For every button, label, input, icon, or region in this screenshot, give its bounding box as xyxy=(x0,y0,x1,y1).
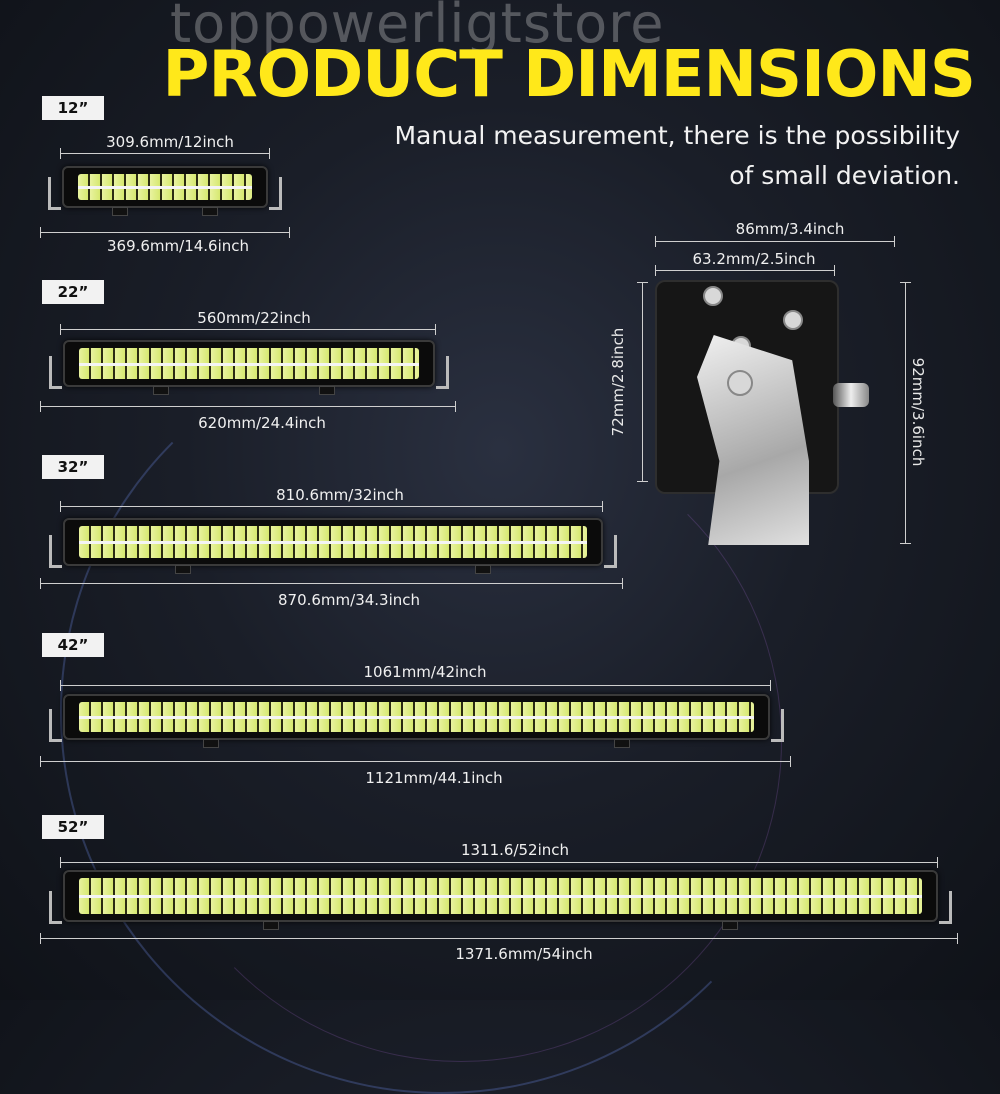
outer-dimension: 369.6mm/14.6inch xyxy=(106,237,250,255)
light-bar-42 xyxy=(49,694,784,748)
note-line: of small deviation. xyxy=(729,161,960,190)
side-inner-height: 72mm/2.8inch xyxy=(609,327,627,437)
size-badge-52: 52” xyxy=(42,815,104,839)
note-line: Manual measurement, there is the possibi… xyxy=(394,121,960,150)
dimension-line xyxy=(655,265,835,276)
dimension-line xyxy=(40,227,290,238)
dimension-line xyxy=(60,680,771,691)
size-badge-32: 32” xyxy=(42,455,104,479)
dimension-line xyxy=(60,324,436,335)
dimension-line xyxy=(60,857,938,868)
side-outer-height: 92mm/3.6inch xyxy=(909,357,927,467)
inner-dimension: 810.6mm/32inch xyxy=(276,486,404,504)
outer-dimension: 1121mm/44.1inch xyxy=(365,769,503,787)
side-outer-width: 86mm/3.4inch xyxy=(735,220,845,238)
measurement-note: Manual measurement, there is the possibi… xyxy=(394,116,960,196)
side-profile-image xyxy=(655,280,880,545)
dimension-line xyxy=(40,933,958,944)
size-badge-22: 22” xyxy=(42,280,104,304)
dimension-line xyxy=(60,501,603,512)
inner-dimension: 1061mm/42inch xyxy=(363,663,487,681)
outer-dimension: 1371.6mm/54inch xyxy=(455,945,593,963)
inner-dimension: 309.6mm/12inch xyxy=(106,133,234,151)
dimension-line xyxy=(40,578,623,589)
dimension-line xyxy=(40,756,791,767)
size-badge-12: 12” xyxy=(42,96,104,120)
dimension-line xyxy=(40,401,456,412)
inner-dimension: 1311.6/52inch xyxy=(460,841,570,859)
dimension-line xyxy=(637,282,648,482)
light-bar-12 xyxy=(48,166,282,216)
size-badge-42: 42” xyxy=(42,633,104,657)
dimension-line xyxy=(60,148,270,159)
inner-dimension: 560mm/22inch xyxy=(197,309,311,327)
outer-dimension: 870.6mm/34.3inch xyxy=(277,591,421,609)
page-title: PRODUCT DIMENSIONS xyxy=(162,38,976,112)
light-bar-32 xyxy=(49,518,617,574)
outer-dimension: 620mm/24.4inch xyxy=(198,414,326,432)
watermark: toppowerligtstore xyxy=(170,0,665,55)
dimension-line xyxy=(900,282,911,544)
side-inner-width: 63.2mm/2.5inch xyxy=(692,250,816,268)
dimension-line xyxy=(655,236,895,247)
light-bar-52 xyxy=(49,870,952,930)
light-bar-22 xyxy=(49,340,449,395)
